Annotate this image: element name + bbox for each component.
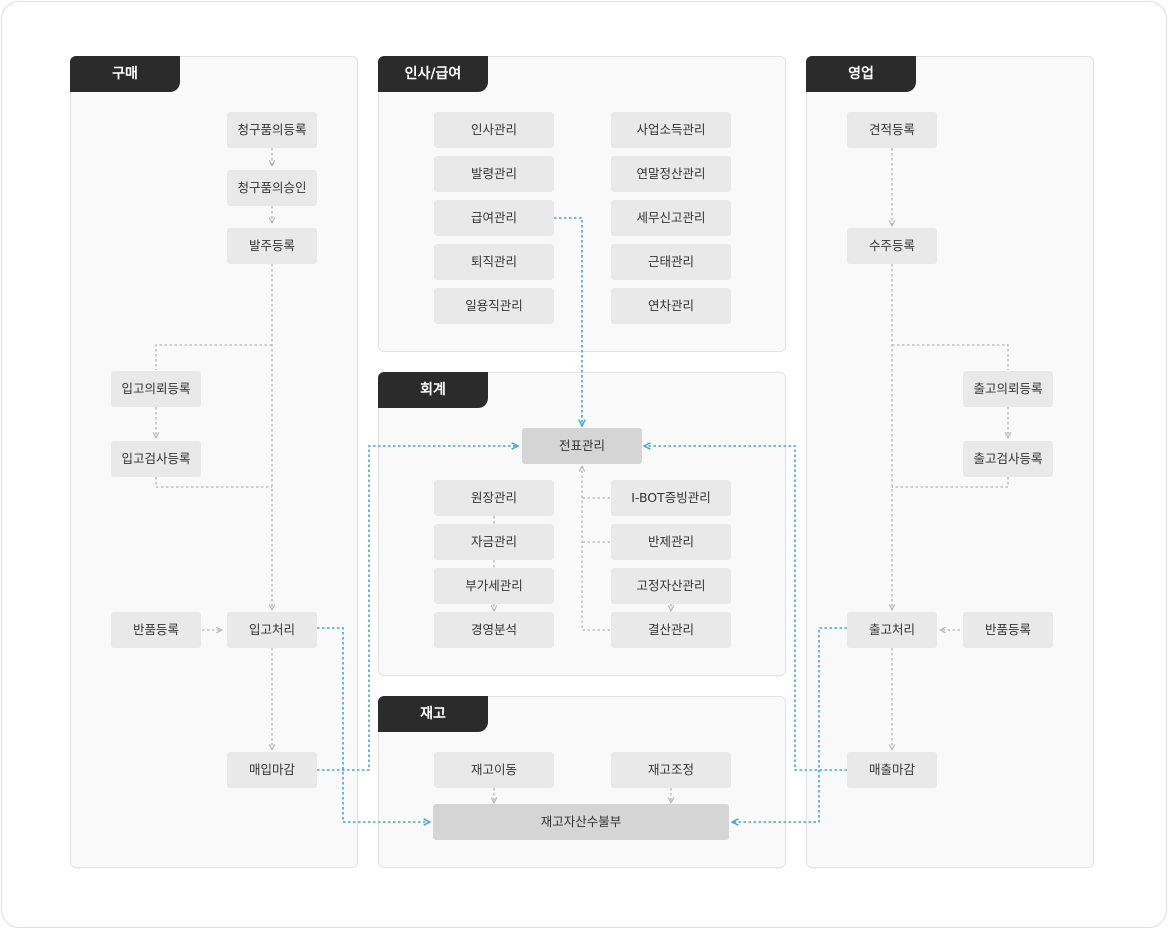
node-purchase-approve[interactable]: 청구품의승인 — [227, 170, 317, 206]
node-hr-yearend[interactable]: 연말정산관리 — [611, 156, 731, 192]
node-hr-attendance[interactable]: 근태관리 — [611, 244, 731, 280]
node-purchase-inbound-process[interactable]: 입고처리 — [227, 612, 317, 648]
node-accounting-ibot-evidence[interactable]: I-BOT증빙관리 — [611, 480, 731, 516]
node-accounting-ledger[interactable]: 원장관리 — [434, 480, 554, 516]
section-title-inventory: 재고 — [378, 696, 488, 732]
section-title-hr: 인사/급여 — [378, 56, 488, 92]
node-sales-outbound-process[interactable]: 출고처리 — [847, 612, 937, 648]
node-sales-order[interactable]: 수주등록 — [847, 228, 937, 264]
node-hr-retirement[interactable]: 퇴직관리 — [434, 244, 554, 280]
node-hr-appointment[interactable]: 발령관리 — [434, 156, 554, 192]
node-purchase-order[interactable]: 발주등록 — [227, 228, 317, 264]
node-hr-tax-report[interactable]: 세무신고관리 — [611, 200, 731, 236]
node-sales-return[interactable]: 반품등록 — [963, 612, 1053, 648]
node-purchase-inbound-inspection[interactable]: 입고검사등록 — [111, 441, 201, 477]
node-hr-personnel[interactable]: 인사관리 — [434, 112, 554, 148]
node-accounting-vat[interactable]: 부가세관리 — [434, 568, 554, 604]
node-sales-outbound-inspection[interactable]: 출고검사등록 — [963, 441, 1053, 477]
node-purchase-return[interactable]: 반품등록 — [111, 612, 201, 648]
node-hr-annual-leave[interactable]: 연차관리 — [611, 288, 731, 324]
node-inventory-adjust[interactable]: 재고조정 — [611, 752, 731, 788]
node-sales-close[interactable]: 매출마감 — [847, 752, 937, 788]
section-title-purchase: 구매 — [70, 56, 180, 92]
node-accounting-voucher[interactable]: 전표관리 — [522, 428, 642, 464]
section-title-accounting: 회계 — [378, 372, 488, 408]
node-accounting-offset[interactable]: 반제관리 — [611, 524, 731, 560]
node-purchase-request[interactable]: 청구품의등록 — [227, 112, 317, 148]
node-sales-quote[interactable]: 견적등록 — [847, 112, 937, 148]
node-hr-daily-worker[interactable]: 일용직관리 — [434, 288, 554, 324]
node-hr-business-income[interactable]: 사업소득관리 — [611, 112, 731, 148]
node-accounting-fixed-asset[interactable]: 고정자산관리 — [611, 568, 731, 604]
node-inventory-move[interactable]: 재고이동 — [434, 752, 554, 788]
node-accounting-settlement[interactable]: 결산관리 — [611, 612, 731, 648]
node-purchase-close[interactable]: 매입마감 — [227, 752, 317, 788]
node-accounting-mgmt-analysis[interactable]: 경영분석 — [434, 612, 554, 648]
node-accounting-fund[interactable]: 자금관리 — [434, 524, 554, 560]
node-sales-outbound-request[interactable]: 출고의뢰등록 — [963, 371, 1053, 407]
node-inventory-ledger[interactable]: 재고자산수불부 — [433, 804, 729, 840]
node-hr-salary[interactable]: 급여관리 — [434, 200, 554, 236]
section-title-sales: 영업 — [806, 56, 916, 92]
node-purchase-inbound-request[interactable]: 입고의뢰등록 — [111, 371, 201, 407]
